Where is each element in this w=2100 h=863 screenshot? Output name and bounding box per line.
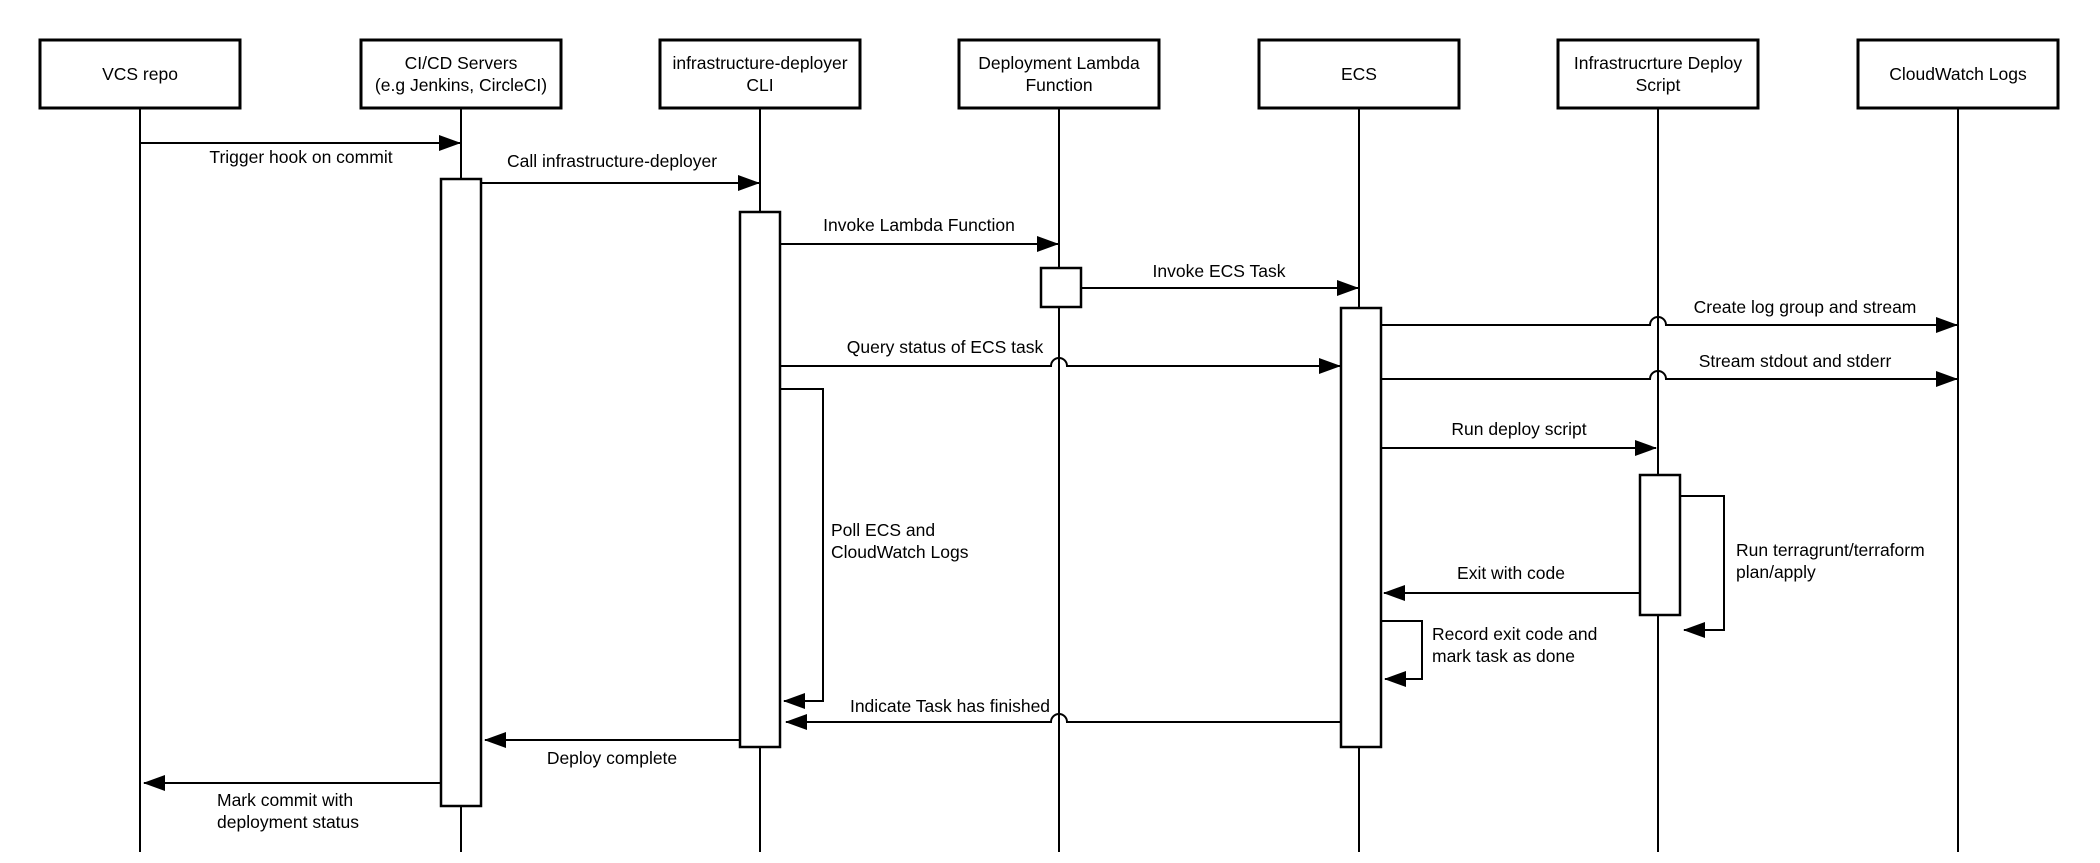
label-trigger-hook-on-commit: Trigger hook on commit [209, 147, 392, 167]
participant-label-line1: Deployment Lambda [978, 53, 1140, 73]
label-poll-ecs-line1: Poll ECS and [831, 520, 935, 540]
participant-cloudwatch-logs: CloudWatch Logs [1856, 38, 2060, 110]
label-record-exit-code-line2: mark task as done [1432, 646, 1575, 666]
arrow-self-run-terragrunt [1680, 495, 1725, 638]
participant-label: ECS [1341, 64, 1377, 84]
participant-box [1856, 38, 2060, 110]
participant-deployment-lambda-function: Deployment Lambda Function [957, 38, 1161, 110]
message-arrows [141, 135, 1958, 791]
participant-label-line2: Script [1636, 75, 1681, 95]
label-call-infrastructure-deployer: Call infrastructure-deployer [507, 151, 717, 171]
label-record-exit-code-line1: Record exit code and [1432, 624, 1597, 644]
arrow-indicate-task-has-finished [785, 713, 1341, 730]
label-mark-commit-line2: deployment status [217, 812, 359, 832]
label-run-terragrunt-line2: plan/apply [1736, 562, 1816, 582]
arrow-query-status-of-ecs-task [780, 357, 1341, 374]
participant-label-line2: (e.g Jenkins, CircleCI) [375, 75, 547, 95]
label-run-deploy-script: Run deploy script [1451, 419, 1586, 439]
participant-ecs: ECS [1257, 38, 1461, 110]
participant-box [1257, 38, 1461, 110]
participant-box [359, 38, 563, 110]
participant-box [1556, 38, 1760, 110]
arrow-self-record-exit-code [1381, 620, 1423, 687]
activation-deployment-lambda-function [1039, 266, 1083, 309]
participant-box [957, 38, 1161, 110]
label-create-log-group-and-stream: Create log group and stream [1694, 297, 1917, 317]
lifelines [139, 106, 1959, 852]
label-mark-commit-line1: Mark commit with [217, 790, 353, 810]
participant-cicd-servers: CI/CD Servers (e.g Jenkins, CircleCI) [359, 38, 563, 110]
participant-label-line1: Infrastrucrture Deploy [1574, 53, 1743, 73]
label-deploy-complete: Deploy complete [547, 748, 677, 768]
label-poll-ecs-line2: CloudWatch Logs [831, 542, 969, 562]
activation-ecs [1339, 306, 1383, 749]
participant-box [38, 38, 242, 110]
activation-infrastructure-deploy-script [1638, 473, 1682, 617]
label-stream-stdout-and-stderr: Stream stdout and stderr [1699, 351, 1892, 371]
participant-infrastructure-deploy-script: Infrastrucrture Deploy Script [1556, 38, 1760, 110]
participant-infrastructure-deployer-cli: infrastructure-deployer CLI [658, 38, 862, 110]
label-indicate-task-has-finished: Indicate Task has finished [850, 696, 1050, 716]
participant-vcs-repo: VCS repo [38, 38, 242, 110]
activation-infrastructure-deployer-cli [738, 210, 782, 749]
activation-cicd-servers [439, 177, 483, 808]
label-exit-with-code: Exit with code [1457, 563, 1565, 583]
participant-label-line1: infrastructure-deployer [672, 53, 847, 73]
activations [439, 177, 1682, 808]
arrow-self-poll-ecs [780, 388, 824, 709]
arrow-stream-stdout-and-stderr [1381, 370, 1958, 387]
participant-box [658, 38, 862, 110]
participant-label: CloudWatch Logs [1889, 64, 2027, 84]
label-query-status-of-ecs-task: Query status of ECS task [847, 337, 1044, 357]
participant-label-line2: Function [1025, 75, 1092, 95]
participant-label-line1: CI/CD Servers [405, 53, 518, 73]
participant-label-line2: CLI [746, 75, 773, 95]
label-invoke-ecs-task: Invoke ECS Task [1153, 261, 1286, 281]
participant-label: VCS repo [102, 64, 178, 84]
label-invoke-lambda-function: Invoke Lambda Function [823, 215, 1015, 235]
message-labels: Trigger hook on commit Call infrastructu… [209, 147, 1924, 832]
label-run-terragrunt-line1: Run terragrunt/terraform [1736, 540, 1925, 560]
arrow-create-log-group-and-stream [1381, 316, 1958, 333]
